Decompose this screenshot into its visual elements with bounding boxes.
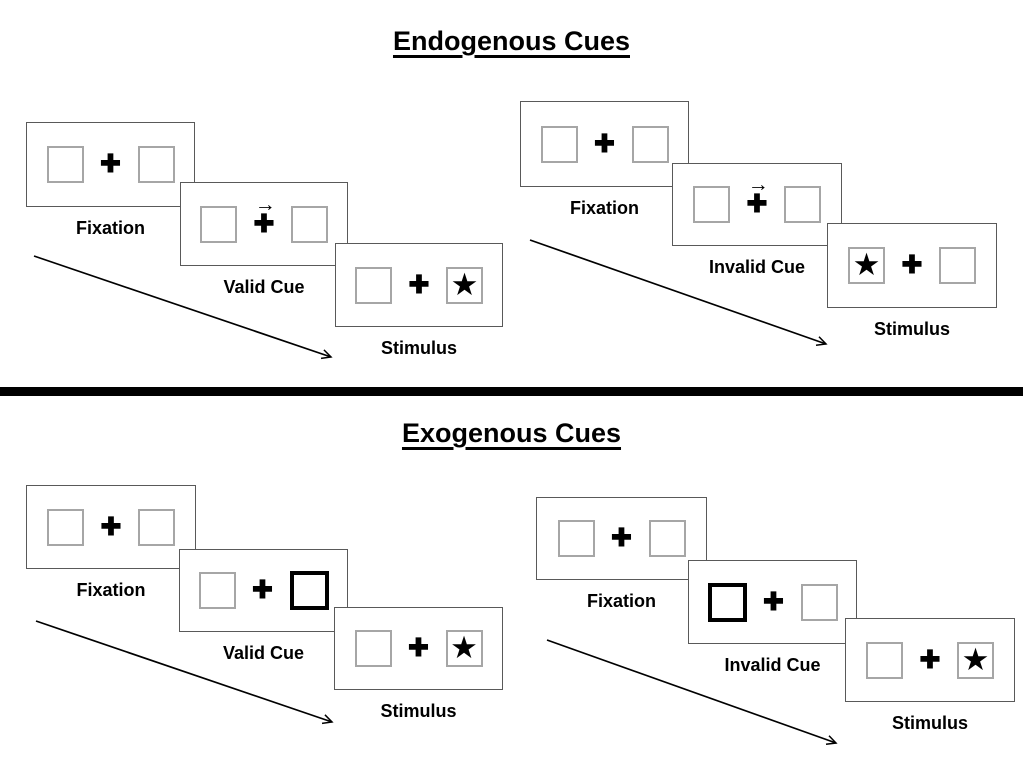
timeline-arrow: [35, 620, 334, 725]
panel-fixation: ✚: [520, 101, 689, 187]
panel-label-fixation: Fixation: [75, 218, 145, 238]
panel-label-stimulus: Stimulus: [891, 713, 968, 733]
box-row: ✚ ★: [866, 641, 994, 679]
fixation-cross-icon: ✚: [252, 576, 273, 604]
box-row: → ✚: [693, 174, 821, 223]
section-title-endogenous: Endogenous Cues: [392, 26, 630, 56]
box-row: ✚ ★: [354, 630, 483, 667]
panel-stimulus: ✚ ★: [335, 243, 503, 327]
fixation-cross-icon: ✚: [919, 645, 941, 674]
right-placeholder-box: [648, 520, 686, 557]
left-placeholder-box: [198, 572, 236, 609]
section-title-exogenous: Exogenous Cues: [401, 418, 622, 448]
panel-label-valid-cue: Valid Cue: [222, 643, 305, 663]
left-placeholder-box: [557, 520, 595, 557]
box-row: ★ ✚: [848, 247, 976, 284]
panel-label-stimulus: Stimulus: [380, 338, 457, 358]
panel-invalid-cue: → ✚: [672, 163, 842, 246]
panel-stimulus: ★ ✚: [827, 223, 997, 308]
center-cross: ✚: [250, 578, 276, 603]
panel-valid-cue: → ✚: [180, 182, 348, 266]
panel-fixation: ✚: [26, 485, 196, 569]
left-placeholder-box: [47, 508, 84, 546]
cue-arrow-icon: →: [254, 192, 276, 216]
center-cross: ✚: [761, 587, 787, 616]
star-target-box: ★: [957, 641, 994, 679]
star-icon: ★: [450, 266, 479, 302]
fixation-cross-icon: ✚: [100, 150, 121, 178]
left-placeholder-box: [200, 205, 237, 243]
center-cross: ✚: [592, 129, 618, 158]
box-row: → ✚: [200, 194, 328, 243]
center-cross: → ✚: [744, 174, 770, 218]
panel-label-invalid-cue: Invalid Cue: [724, 655, 821, 675]
fixation-cross-icon: ✚: [901, 251, 923, 279]
panel-label-fixation: Fixation: [586, 591, 656, 611]
fixation-cross-icon: ✚: [408, 270, 430, 299]
panel-invalid-cue: ✚: [688, 560, 857, 644]
left-placeholder-box: [866, 641, 903, 679]
section-divider: [0, 387, 1023, 396]
star-target-box: ★: [445, 630, 483, 667]
box-row: ✚ ★: [355, 266, 483, 304]
box-row: ✚: [707, 582, 838, 622]
center-cross: ✚: [899, 253, 925, 278]
panel-stimulus: ✚ ★: [334, 607, 503, 690]
left-placeholder-box: [46, 146, 84, 183]
right-placeholder-box: [784, 186, 821, 223]
panel-label-valid-cue: Valid Cue: [223, 277, 305, 297]
panel-stimulus: ✚ ★: [845, 618, 1015, 702]
right-placeholder-box: [631, 125, 669, 163]
fixation-cross-icon: ✚: [763, 587, 784, 616]
center-cross: ✚: [609, 526, 635, 551]
box-row: ✚: [47, 508, 175, 546]
panel-label-stimulus: Stimulus: [873, 319, 950, 339]
panel-label-fixation: Fixation: [76, 580, 146, 600]
right-placeholder-box: [138, 508, 175, 546]
fixation-cross-icon: ✚: [611, 524, 632, 552]
left-placeholder-box: [354, 630, 392, 667]
cue-arrow-icon: →: [747, 173, 769, 196]
center-cross: ✚: [406, 636, 432, 661]
fixation-cross-icon: ✚: [746, 190, 768, 218]
panel-label-stimulus: Stimulus: [380, 701, 457, 721]
box-row: ✚: [540, 125, 669, 163]
star-icon: ★: [961, 641, 990, 677]
fixation-cross-icon: ✚: [594, 129, 615, 158]
star-icon: ★: [852, 247, 881, 282]
fixation-cross-icon: ✚: [253, 209, 275, 238]
center-cross: → ✚: [251, 194, 277, 238]
panel-label-fixation: Fixation: [569, 198, 639, 218]
highlighted-cue-box: [289, 571, 329, 610]
panel-valid-cue: ✚: [179, 549, 348, 632]
left-placeholder-box: [355, 266, 392, 304]
star-target-box: ★: [446, 266, 483, 304]
right-placeholder-box: [800, 583, 838, 621]
box-row: ✚: [46, 146, 175, 183]
box-row: ✚: [557, 520, 686, 557]
center-cross: ✚: [98, 152, 124, 177]
timeline-arrow: [33, 255, 333, 360]
timeline-arrow: [546, 639, 838, 745]
left-placeholder-box: [693, 186, 730, 223]
right-placeholder-box: [939, 247, 976, 284]
star-target-box: ★: [848, 247, 885, 284]
center-cross: ✚: [98, 512, 124, 541]
center-cross: ✚: [406, 270, 432, 299]
fixation-cross-icon: ✚: [408, 634, 429, 662]
box-row: ✚: [198, 571, 329, 610]
highlighted-cue-box: [707, 582, 747, 622]
timeline-arrow: [529, 239, 828, 347]
star-icon: ★: [450, 630, 478, 665]
right-placeholder-box: [137, 146, 175, 183]
fixation-cross-icon: ✚: [100, 512, 122, 541]
center-cross: ✚: [917, 645, 943, 674]
right-placeholder-box: [291, 205, 328, 243]
panel-label-invalid-cue: Invalid Cue: [708, 257, 806, 277]
panel-fixation: ✚: [26, 122, 195, 207]
panel-fixation: ✚: [536, 497, 707, 580]
left-placeholder-box: [540, 125, 578, 163]
